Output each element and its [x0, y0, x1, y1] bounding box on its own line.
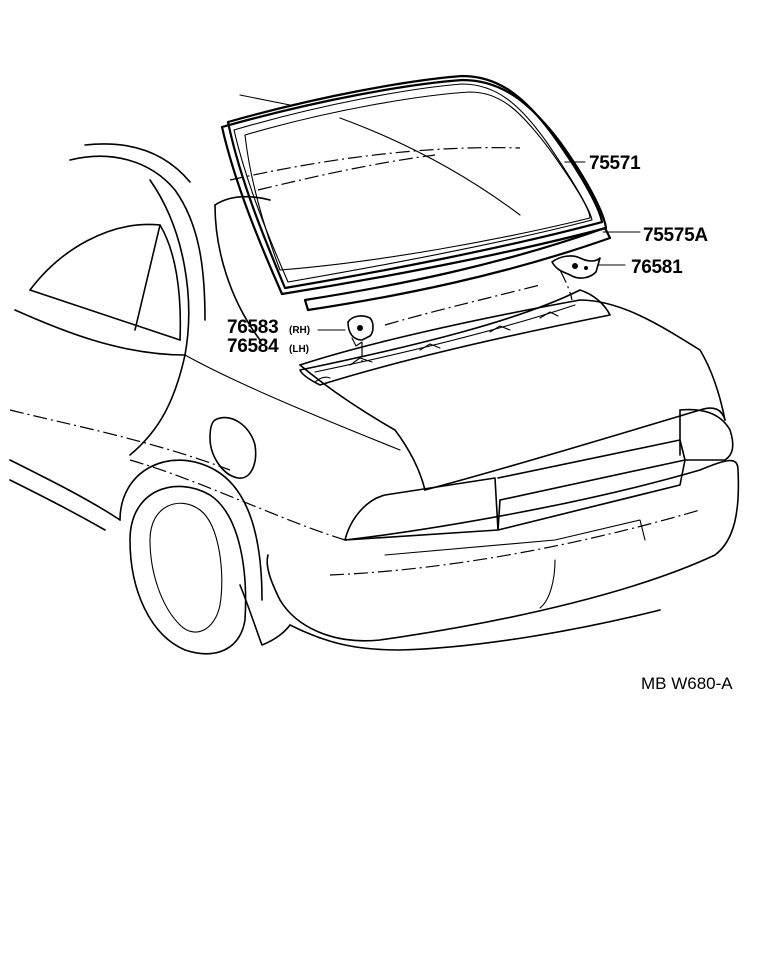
part-number-75575a: 75575A — [643, 225, 708, 246]
part-side-lh: (LH) — [289, 344, 309, 355]
part-number-75571: 75571 — [589, 153, 641, 174]
leader-lines — [317, 161, 641, 362]
clip-76583-76584 — [347, 315, 374, 347]
molding-75575a — [303, 226, 612, 312]
car-body-outline — [9, 94, 740, 655]
rear-window-glass — [244, 91, 591, 271]
diagram-reference-code: MB W680-A — [641, 674, 733, 693]
part-number-76583: 76583 — [227, 317, 278, 338]
part-labels: 75571 75575A 76581 76583 (RH) 76584 (LH)… — [227, 153, 733, 693]
weatherstrip-75571 — [220, 74, 608, 296]
package-tray-panel — [299, 289, 611, 386]
part-side-rh: (RH) — [289, 325, 310, 336]
part-number-76581: 76581 — [631, 257, 683, 278]
clip-76581 — [551, 255, 601, 279]
part-number-76584: 76584 — [227, 336, 279, 357]
